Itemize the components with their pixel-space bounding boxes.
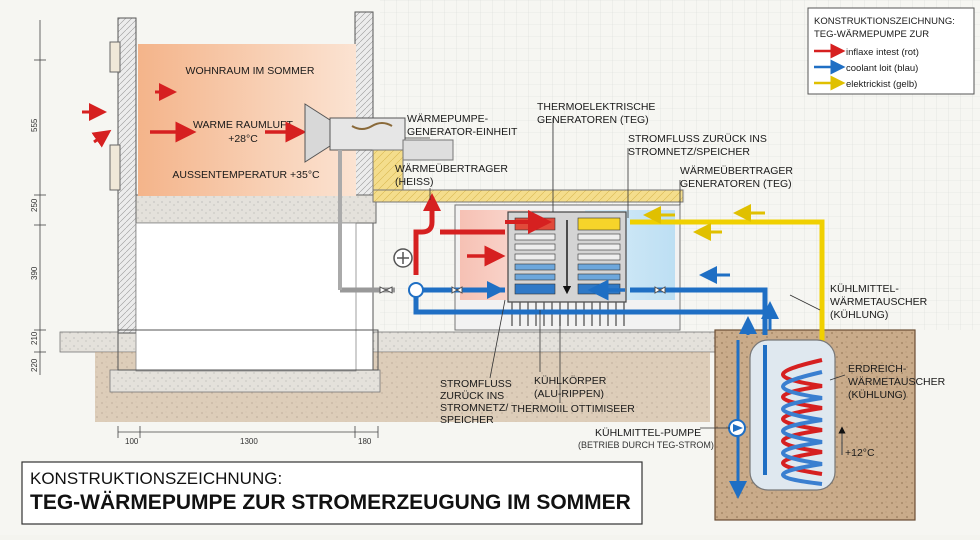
label-pump-2: (BETRIEB DURCH TEG-STROM) bbox=[578, 440, 714, 450]
label-thermal-optimizer: THERMOIIL OTTIMISEER bbox=[511, 403, 635, 415]
dim-v1: 555 bbox=[30, 118, 39, 132]
legend-title-2: TEG-WÄRMEPUMPE ZUR bbox=[814, 29, 929, 40]
legend: KONSTRUKTIONSZEICHNUNG: TEG-WÄRMEPUMPE Z… bbox=[807, 7, 975, 95]
label-coolant-exchanger-3: (KÜHLUNG) bbox=[830, 309, 888, 321]
electric-line bbox=[630, 204, 825, 360]
building bbox=[109, 11, 379, 372]
exchanger-coil-blue bbox=[781, 370, 823, 486]
dim-h3: 180 bbox=[358, 437, 372, 446]
cold-pipe-teg-out bbox=[630, 287, 768, 335]
dim-h2: 1300 bbox=[240, 437, 258, 446]
electric-cable bbox=[630, 219, 825, 360]
label-ground-temp: +12°C bbox=[845, 447, 875, 459]
leader-lines bbox=[405, 118, 846, 429]
legend-item-electric: elektrickist (gelb) bbox=[846, 79, 917, 90]
label-hot-exchanger-1: WÄRMEÜBERTRAGER bbox=[395, 163, 508, 175]
title-line-2: TEG-WÄRMEPUMPE ZUR STROMERZEUGUNG IM SOM… bbox=[30, 491, 631, 514]
label-teg-2: GENERATOREN (TEG) bbox=[537, 114, 649, 126]
valve-right bbox=[451, 286, 463, 294]
valve-left bbox=[379, 286, 393, 294]
valve-far bbox=[654, 286, 666, 294]
duct-horizontal bbox=[372, 189, 684, 203]
basement-outline bbox=[117, 329, 379, 371]
label-power-return-bottom-1: STROMFLUSS bbox=[440, 378, 512, 390]
lower-wall bbox=[354, 221, 374, 371]
insulated-duct bbox=[372, 139, 684, 203]
label-hot-exchanger-2: (HEISS) bbox=[395, 176, 434, 188]
outer-wall bbox=[117, 17, 137, 334]
label-heatpump-unit-1: WÄRMEPUMPE- bbox=[407, 113, 489, 125]
room-air-label: WARME RAUMLUFT bbox=[193, 119, 294, 131]
duct-elbow bbox=[402, 139, 454, 161]
label-coolant-exchanger-2: WÄRMETAUSCHER bbox=[830, 296, 928, 308]
label-power-return-bottom-2: ZURÜCK INS bbox=[440, 390, 504, 402]
ground-heat-exchanger bbox=[728, 339, 846, 499]
title-line-1: KONSTRUKTIONSZEICHNUNG: bbox=[30, 469, 282, 488]
label-heatsink-1: KÜHLKÖRPER bbox=[534, 375, 607, 387]
coil-symbol bbox=[351, 122, 393, 130]
label-exchanger-teg-1: WÄRMEÜBERTRAGER bbox=[680, 165, 793, 177]
label-power-return-bottom-3: STROMNETZ/ bbox=[440, 402, 508, 414]
label-power-return-top-1: STROMFLUSS ZURÜCK INS bbox=[628, 133, 767, 145]
dim-h1: 100 bbox=[125, 437, 139, 446]
cold-pipe bbox=[338, 150, 779, 335]
window-top bbox=[109, 41, 121, 73]
room-title: WOHNRAUM IM SOMMER bbox=[186, 65, 315, 77]
label-ground-exchanger-1: ERDREICH- bbox=[848, 363, 907, 375]
warm-air-arrows bbox=[82, 83, 307, 148]
legend-title-1: KONSTRUKTIONSZEICHNUNG: bbox=[814, 16, 955, 27]
label-power-return-bottom-4: SPEICHER bbox=[440, 414, 494, 426]
hot-pipe-supply bbox=[413, 200, 435, 275]
label-heatsink-2: (ALU-RIPPEN) bbox=[534, 388, 604, 400]
air-arrow-outside-2 bbox=[91, 129, 112, 148]
label-pump-1: KÜHLMITTEL-PUMPE bbox=[595, 427, 701, 439]
dim-v4: 210 bbox=[30, 331, 39, 345]
hot-pipe bbox=[413, 193, 552, 275]
inner-wall bbox=[354, 11, 374, 223]
valves bbox=[379, 248, 666, 298]
label-exchanger-teg-2: GENERATOREN (TEG) bbox=[680, 178, 792, 190]
dim-v5: 220 bbox=[30, 358, 39, 372]
label-heatpump-unit-2: GENERATOR-EINHEIT bbox=[407, 126, 518, 138]
heatpump-intake-unit bbox=[304, 103, 406, 163]
label-power-return-top-2: STROMNETZ/SPEICHER bbox=[628, 146, 750, 158]
valve-main bbox=[408, 282, 424, 298]
window-mid bbox=[109, 144, 121, 191]
dim-v3: 390 bbox=[30, 266, 39, 280]
room-air-temp: +28°C bbox=[228, 133, 258, 145]
legend-item-hot: inflaxe intest (rot) bbox=[846, 47, 919, 58]
ceiling-slab bbox=[135, 194, 377, 224]
exchanger-coil-red bbox=[781, 358, 823, 476]
dimension-lines bbox=[34, 20, 379, 438]
title-block: KONSTRUKTIONSZEICHNUNG: TEG-WÄRMEPUMPE Z… bbox=[21, 461, 643, 525]
label-ground-exchanger-3: (KÜHLUNG) bbox=[848, 389, 906, 401]
dim-v2: 250 bbox=[30, 198, 39, 212]
outside-temp-label: AUSSENTEMPERATUR +35°C bbox=[172, 169, 320, 181]
legend-item-cold: coolant loit (blau) bbox=[846, 63, 918, 74]
title-block-frame bbox=[21, 461, 643, 525]
lower-room bbox=[135, 222, 357, 372]
generator-housing bbox=[329, 117, 406, 151]
foundation bbox=[109, 369, 381, 393]
label-ground-exchanger-2: WÄRMETAUSCHER bbox=[848, 376, 946, 388]
label-teg-1: THERMOELEKTRISCHE bbox=[537, 101, 655, 113]
label-coolant-exchanger-1: KÜHLMITTEL- bbox=[830, 283, 899, 295]
